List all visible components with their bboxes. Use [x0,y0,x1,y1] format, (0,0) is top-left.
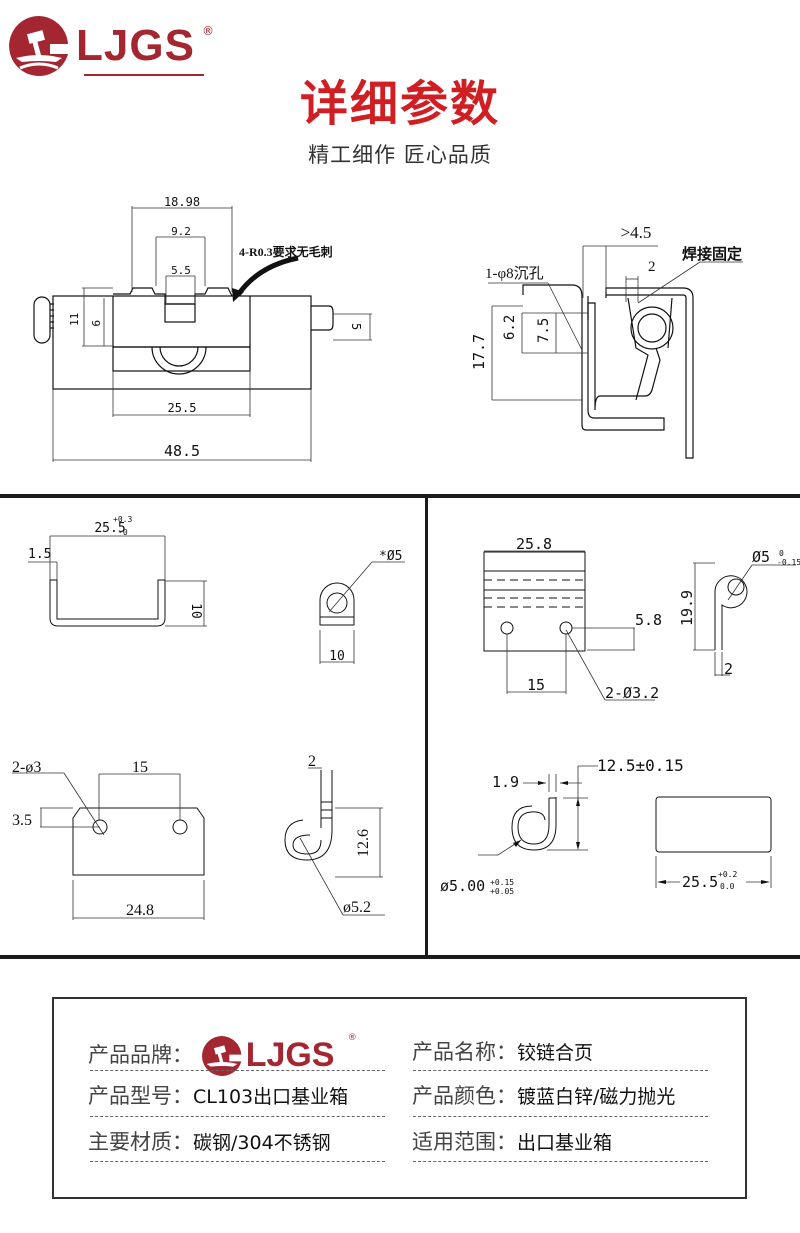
spec-model: 产品型号：CL103出口基业箱 [88,1080,348,1110]
dim-knuckle-tol-lower: -0.15 [777,558,800,567]
note-deburr: 4-R0.3要求无毛刺 [239,244,333,259]
divider [413,1116,708,1117]
divider [90,1116,385,1117]
arrow-icon [235,255,299,297]
section-divider-top [0,494,800,498]
spec-model-label: 产品型号： [88,1084,193,1108]
leaf-outline [483,551,586,652]
registered-mark: ® [347,1033,357,1043]
spec-color-label: 产品颜色： [412,1084,517,1108]
logo-underline [84,74,204,76]
page-subtitle: 精工细作 匠心品质 [308,143,492,167]
dim-leaf-spacing: 15 [527,676,545,694]
dim-hook-diameter: ø5.2 [343,899,371,916]
dim-knuckle-thickness: 2 [724,660,733,678]
drawing-latch-front: 18.98 9.2 5.5 4-R0.3要求无毛刺 11 9 5 25.5 48… [33,195,372,462]
spec-color: 产品颜色：镀蓝白锌/磁力抛光 [412,1080,675,1110]
dim-curl-tol-upper: +0.15 [490,878,514,887]
spec-product-name-label: 产品名称： [412,1040,517,1064]
divider [90,1070,385,1071]
dim-rect-tol-lower: 0.0 [720,882,735,891]
dim-curl-thickness: 1.9 [492,773,519,791]
dim-pin: 5 [349,323,363,330]
spec-product-name-value: 铰链合页 [517,1042,594,1064]
spec-material: 主要材质：碳钢/304不锈钢 [88,1126,331,1156]
dim-u-tol-lower: -0 [118,528,128,537]
dim-plate-edge: 3.5 [12,812,32,829]
note-hole: 1-φ8沉孔 [485,265,544,282]
dim-curl-height: 12.5±0.15 [597,756,684,775]
dim-height-total: 17.7 [470,334,488,370]
dim-leaf-width: 25.8 [516,535,552,553]
dim-overall-width: 48.5 [164,442,200,460]
dim-thickness: 2 [648,259,656,275]
spec-brand-logo: LJGS ® [200,1033,360,1079]
dim-rect-width: 25.5 [682,873,718,891]
dim-notch-width: 5.5 [171,264,191,277]
dim-curl-diameter: ø5.00 [440,877,485,895]
dim-slot-width: 9.2 [171,225,191,238]
dim-eye-diameter: *Ø5 [379,549,402,564]
dim-knuckle-height: 19.9 [678,590,696,626]
dim-h2: 7.5 [536,318,552,343]
drawing-hinge-side: >4.5 2 焊接固定 1-φ8沉孔 17.7 6.2 7.5 [470,223,743,459]
spec-color-value: 镀蓝白锌/磁力抛光 [517,1086,676,1108]
dim-top-width: 18.98 [164,195,200,209]
note-weld: 焊接固定 [682,245,742,263]
anvil-hammer-icon [9,16,68,76]
dim-knuckle-diameter: Ø5 [752,548,770,566]
drawing-mid-left: 25.5 +0.3 -0 1.5 10 *Ø5 10 2-ø3 15 3.5 2… [12,515,405,920]
dim-gap: >4.5 [621,223,652,242]
spec-brand: 产品品牌： LJGS ® [88,1033,360,1079]
dim-plate-spacing: 15 [132,759,148,776]
dim-h1: 6.2 [502,315,518,340]
brand-name: LJGS [76,21,195,70]
dim-u-height: 10 [188,603,203,619]
spec-table [52,997,747,1199]
spec-application: 适用范围：出口基业箱 [412,1126,612,1156]
dim-leaf-hole-offset: 5.8 [635,611,662,629]
dim-plate-holes: 2-ø3 [12,759,41,776]
dim-hook-height: 12.6 [355,829,372,857]
divider [413,1070,708,1071]
spec-application-label: 适用范围： [412,1130,517,1154]
knob-shape [33,296,51,344]
anvil-hammer-icon [201,1036,242,1076]
dim-knuckle-tol-upper: 0 [779,549,784,558]
dim-u-thickness: 1.5 [28,547,51,562]
dim-height-inner: 9 [89,320,102,327]
registered-mark: ® [202,24,214,38]
dim-height-outer: 11 [68,313,81,326]
spec-material-value: 碳钢/304不锈钢 [193,1132,331,1154]
dim-inner-width: 25.5 [168,401,197,415]
dim-u-width: 25.5 [94,521,125,536]
dim-eye-width: 10 [329,649,345,664]
dim-curl-tol-lower: +0.05 [490,887,514,896]
spec-application-value: 出口基业箱 [517,1132,613,1154]
spec-brand-name: LJGS [245,1036,335,1074]
u-bracket-shape [49,579,166,627]
brand-logo: LJGS ® [6,14,216,78]
section-divider-vertical [425,496,428,958]
spec-brand-label: 产品品牌： [88,1043,193,1067]
spec-product-name: 产品名称：铰链合页 [412,1036,593,1066]
spec-material-label: 主要材质： [88,1130,193,1154]
dim-u-tol-upper: +0.3 [113,515,132,524]
dim-hook-thickness: 2 [308,753,316,770]
dim-rect-tol-upper: +0.2 [718,870,737,879]
drawing-mid-right: 25.8 5.8 15 2-Ø3.2 Ø5 0 -0.15 19.9 2 1.9… [440,535,800,896]
section-divider-bottom [0,955,800,959]
dim-leaf-holes: 2-Ø3.2 [605,684,659,702]
divider [90,1161,385,1162]
body-outline [52,295,312,390]
divider [413,1161,708,1162]
page-title: 详细参数 [299,76,500,132]
spec-model-value: CL103出口基业箱 [193,1086,349,1108]
dim-plate-width: 24.8 [126,902,154,919]
